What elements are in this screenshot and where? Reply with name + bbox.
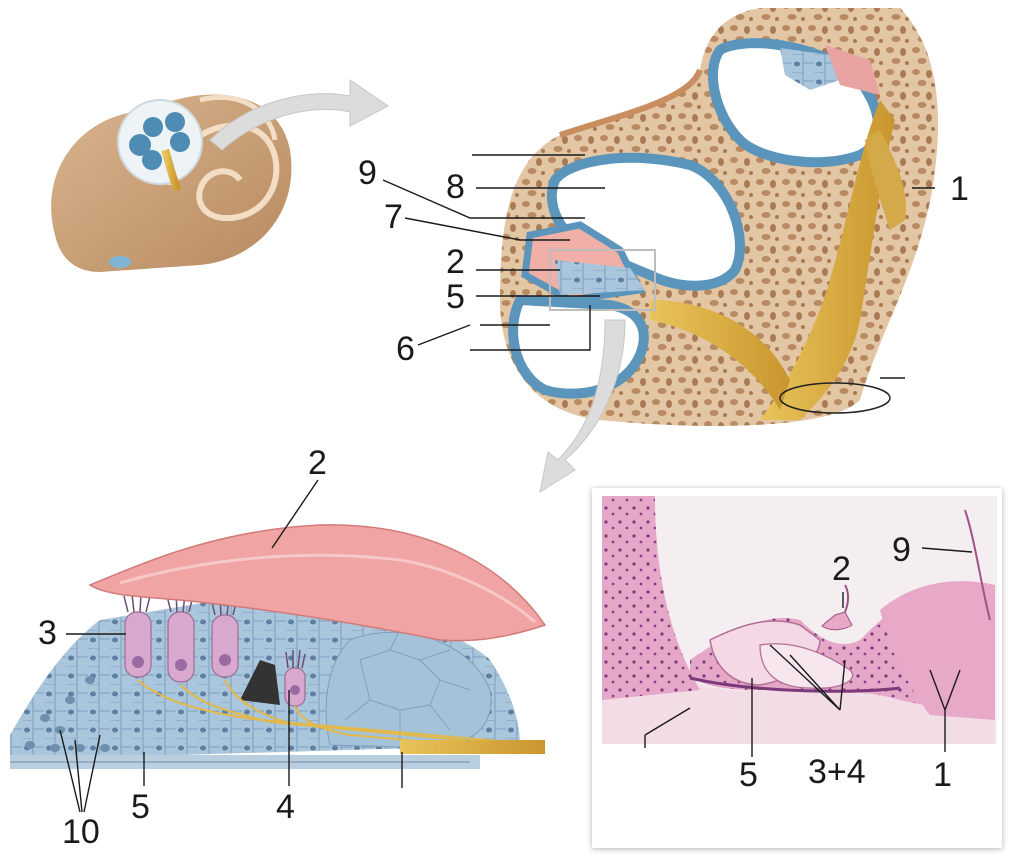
label-photo-1: 1 [933, 756, 952, 794]
label-photo-5: 5 [739, 756, 758, 794]
leader-lines-organ [59, 479, 403, 813]
label-organ-2: 2 [308, 444, 327, 482]
label-organ-4: 4 [276, 788, 295, 826]
label-organ-5: 5 [131, 788, 150, 826]
label-photo-2: 2 [832, 550, 851, 588]
arrow-down [539, 319, 626, 494]
label-upper-2: 2 [446, 243, 465, 281]
label-upper-1: 1 [950, 170, 969, 208]
label-photo-3-4: 3+4 [808, 753, 866, 791]
histology-micrograph [602, 496, 997, 744]
leader-lines-photo [644, 547, 973, 757]
cochlea-cross-section [500, 8, 939, 426]
label-organ-3: 3 [38, 614, 57, 652]
leader-lines-upper [382, 154, 935, 379]
label-upper-8: 8 [446, 168, 465, 206]
label-upper-6: 6 [396, 330, 415, 368]
label-upper-5: 5 [446, 278, 465, 316]
label-organ-10: 10 [62, 813, 100, 851]
organ-of-corti-drawing [10, 524, 547, 769]
label-upper-7: 7 [384, 198, 403, 236]
arrow-top [209, 79, 389, 151]
label-photo-9: 9 [892, 531, 911, 569]
label-upper-9: 9 [358, 154, 377, 192]
